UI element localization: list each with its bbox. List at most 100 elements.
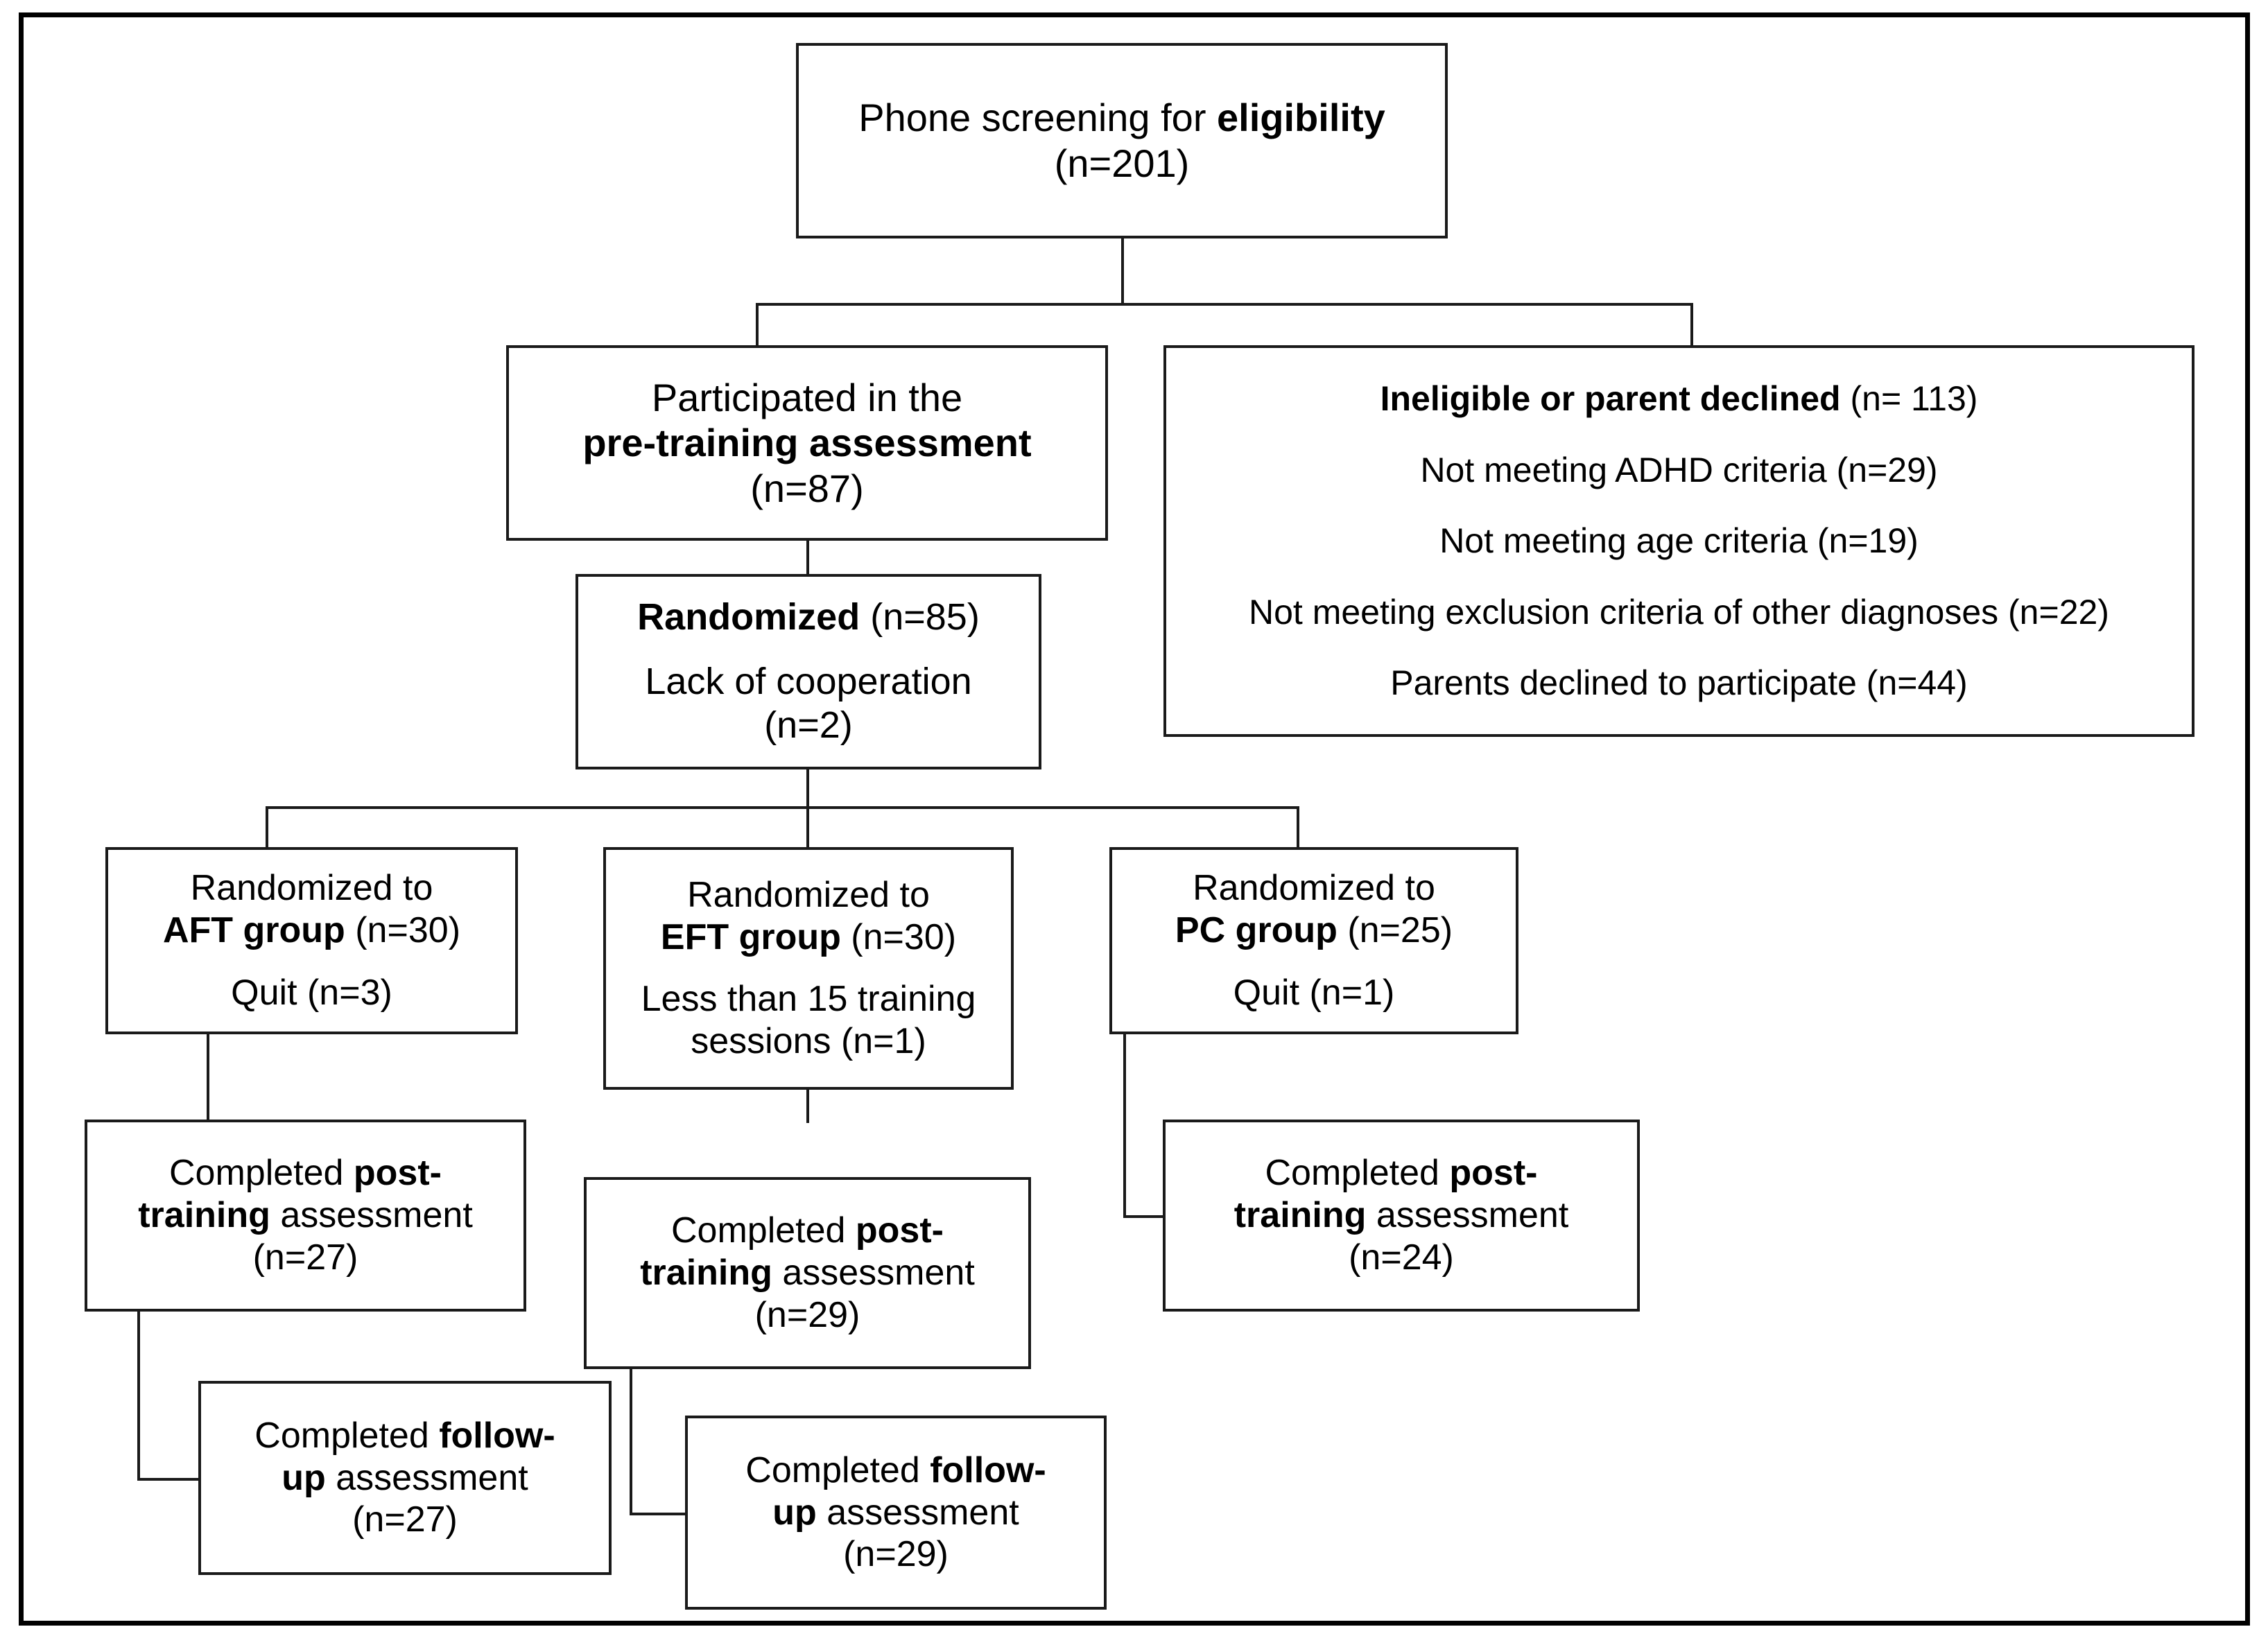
- ineligible-heading: Ineligible or parent declined (n= 113): [1166, 378, 2192, 419]
- pc-post-line-3: (n=24): [1349, 1237, 1454, 1278]
- randomized-line-2: Lack of cooperation: [645, 661, 972, 703]
- pc-group-line-2-bold: PC group: [1175, 910, 1338, 951]
- aft-follow-line-2-bold: up: [282, 1457, 326, 1498]
- screening-line-1: Phone screening for eligibility: [799, 95, 1445, 141]
- eft-group-line-2-count: (n=30): [840, 916, 957, 957]
- randomized-line-1: Randomized (n=85): [578, 595, 1039, 639]
- connector-pc-group-right: [1123, 1215, 1165, 1218]
- eft-group-line-4: sessions (n=1): [691, 1021, 926, 1062]
- ineligible-heading-count: (n= 113): [1840, 379, 1978, 419]
- ineligible-reason-age: Not meeting age criteria (n=19): [1439, 521, 1919, 561]
- aft-post-line-1-bold: post-: [353, 1153, 442, 1194]
- aft-post-training-box[interactable]: Completed post- training assessment (n=2…: [85, 1120, 526, 1312]
- ineligible-reason-declined: Parents declined to participate (n=44): [1390, 663, 1968, 703]
- pc-group-line-3: Quit (n=1): [1233, 972, 1395, 1013]
- pc-group-line-2-count: (n=25): [1337, 910, 1453, 951]
- aft-follow-line-1-normal: Completed: [254, 1415, 440, 1456]
- eft-follow-line-2-normal: assessment: [816, 1492, 1019, 1533]
- pre-training-assessment-box[interactable]: Participated in the pre-training assessm…: [506, 345, 1108, 541]
- aft-follow-line-3: (n=27): [352, 1499, 458, 1540]
- aft-post-line-1: Completed post-: [87, 1152, 523, 1194]
- phone-screening-box[interactable]: Phone screening for eligibility (n=201): [796, 43, 1448, 238]
- figure-frame: [19, 12, 2250, 1626]
- eft-group-box[interactable]: Randomized to EFT group (n=30) Less than…: [603, 847, 1014, 1090]
- aft-group-line-2: AFT group (n=30): [108, 909, 515, 952]
- aft-follow-line-1-bold: follow-: [439, 1415, 555, 1456]
- aft-group-line-2-bold: AFT group: [162, 910, 345, 951]
- eft-post-training-box[interactable]: Completed post- training assessment (n=2…: [584, 1177, 1031, 1369]
- pc-group-line-1: Randomized to: [1193, 868, 1435, 909]
- connector-eft-group-to-post: [806, 1088, 809, 1123]
- connector-pc-group-down: [1123, 1033, 1126, 1217]
- aft-group-line-2-count: (n=30): [345, 910, 461, 951]
- aft-post-line-1-normal: Completed: [168, 1153, 354, 1194]
- eft-post-line-3: (n=29): [754, 1294, 860, 1335]
- randomized-line-1-bold: Randomized: [637, 596, 860, 638]
- aft-post-line-2-normal: assessment: [270, 1195, 473, 1236]
- pretraining-line-1: Participated in the: [651, 375, 963, 419]
- eft-post-line-2-normal: assessment: [772, 1253, 975, 1294]
- pc-post-training-box[interactable]: Completed post- training assessment (n=2…: [1163, 1120, 1640, 1312]
- connector-split-groups: [266, 806, 1299, 809]
- eft-post-line-1-normal: Completed: [670, 1210, 856, 1251]
- pc-group-line-2: PC group (n=25): [1112, 909, 1516, 952]
- randomized-box[interactable]: Randomized (n=85) Lack of cooperation (n…: [575, 574, 1041, 769]
- eft-post-line-2-bold: training: [640, 1253, 772, 1294]
- aft-follow-line-2: up assessment: [201, 1457, 609, 1499]
- screening-line-1-bold: eligibility: [1217, 96, 1385, 140]
- pc-post-line-1: Completed post-: [1166, 1152, 1637, 1194]
- randomized-line-3: (n=2): [764, 704, 853, 747]
- eft-follow-line-1-normal: Completed: [745, 1450, 930, 1490]
- connector-pretraining-to-randomized: [806, 541, 809, 577]
- connector-aft-post-right: [137, 1478, 200, 1481]
- eft-group-line-2: EFT group (n=30): [606, 916, 1011, 959]
- ineligible-or-declined-box[interactable]: Ineligible or parent declined (n= 113) N…: [1163, 345, 2195, 737]
- eft-group-line-3: Less than 15 training: [641, 979, 976, 1020]
- pc-group-box[interactable]: Randomized to PC group (n=25) Quit (n=1): [1109, 847, 1518, 1034]
- aft-follow-line-2-normal: assessment: [325, 1457, 528, 1498]
- aft-post-line-2: training assessment: [87, 1194, 523, 1237]
- connector-eft-post-down: [630, 1309, 632, 1515]
- aft-follow-line-1: Completed follow-: [201, 1415, 609, 1457]
- aft-follow-up-box[interactable]: Completed follow- up assessment (n=27): [198, 1381, 612, 1575]
- screening-line-1-normal: Phone screening for: [858, 96, 1218, 140]
- aft-group-line-1: Randomized to: [190, 868, 433, 909]
- aft-group-line-3: Quit (n=3): [231, 972, 392, 1013]
- screening-line-2: (n=201): [1054, 141, 1190, 185]
- connector-to-ineligible: [1690, 303, 1693, 348]
- pretraining-line-3: (n=87): [750, 466, 864, 510]
- pretraining-line-2: pre-training assessment: [509, 420, 1105, 466]
- randomized-line-1-count: (n=85): [860, 596, 980, 638]
- connector-split-top: [756, 303, 1693, 306]
- connector-screening-down: [1121, 236, 1124, 305]
- connector-eft-post-right: [630, 1513, 686, 1515]
- pc-post-line-2-bold: training: [1233, 1195, 1367, 1236]
- pc-post-line-2: training assessment: [1166, 1194, 1637, 1237]
- pc-post-line-1-bold: post-: [1449, 1153, 1538, 1194]
- connector-randomized-down: [806, 766, 809, 809]
- ineligible-reason-adhd: Not meeting ADHD criteria (n=29): [1420, 450, 1938, 489]
- eft-follow-up-box[interactable]: Completed follow- up assessment (n=29): [685, 1416, 1107, 1610]
- aft-group-box[interactable]: Randomized to AFT group (n=30) Quit (n=3…: [105, 847, 518, 1034]
- ineligible-heading-bold: Ineligible or parent declined: [1380, 379, 1841, 419]
- connector-aft-group-to-post: [207, 1033, 209, 1122]
- pc-post-line-2-normal: assessment: [1366, 1195, 1569, 1236]
- ineligible-reason-exclusion: Not meeting exclusion criteria of other …: [1249, 592, 2109, 632]
- eft-post-line-1: Completed post-: [587, 1210, 1028, 1252]
- eft-follow-line-2-bold: up: [772, 1492, 817, 1533]
- connector-to-eft-group: [806, 806, 809, 849]
- eft-follow-line-3: (n=29): [843, 1534, 949, 1575]
- pc-post-line-1-normal: Completed: [1265, 1153, 1450, 1194]
- eft-follow-line-1: Completed follow-: [688, 1450, 1104, 1492]
- connector-to-aft-group: [266, 806, 268, 849]
- eft-group-line-2-bold: EFT group: [660, 916, 841, 957]
- aft-post-line-3: (n=27): [252, 1237, 358, 1278]
- eft-post-line-2: training assessment: [587, 1252, 1028, 1294]
- eft-follow-line-2: up assessment: [688, 1492, 1104, 1534]
- eft-post-line-1-bold: post-: [855, 1210, 944, 1251]
- eft-follow-line-1-bold: follow-: [930, 1450, 1046, 1490]
- connector-to-pretraining: [756, 303, 759, 348]
- connector-to-pc-group: [1297, 806, 1299, 849]
- aft-post-line-2-bold: training: [138, 1195, 270, 1236]
